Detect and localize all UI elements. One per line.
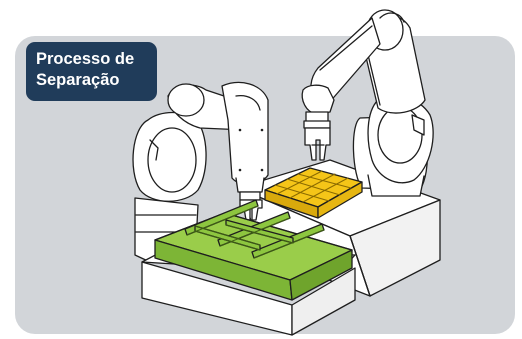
yellow-parts-tray: [264, 167, 363, 219]
process-label: Processo de Separação: [26, 42, 157, 101]
robot-arm-left: [132, 81, 269, 263]
robot-arm-right: [301, 9, 434, 197]
green-sorting-tray: [154, 199, 353, 301]
process-label-line-1: Processo de: [36, 50, 135, 68]
process-label-line-2: Separação: [36, 71, 120, 89]
